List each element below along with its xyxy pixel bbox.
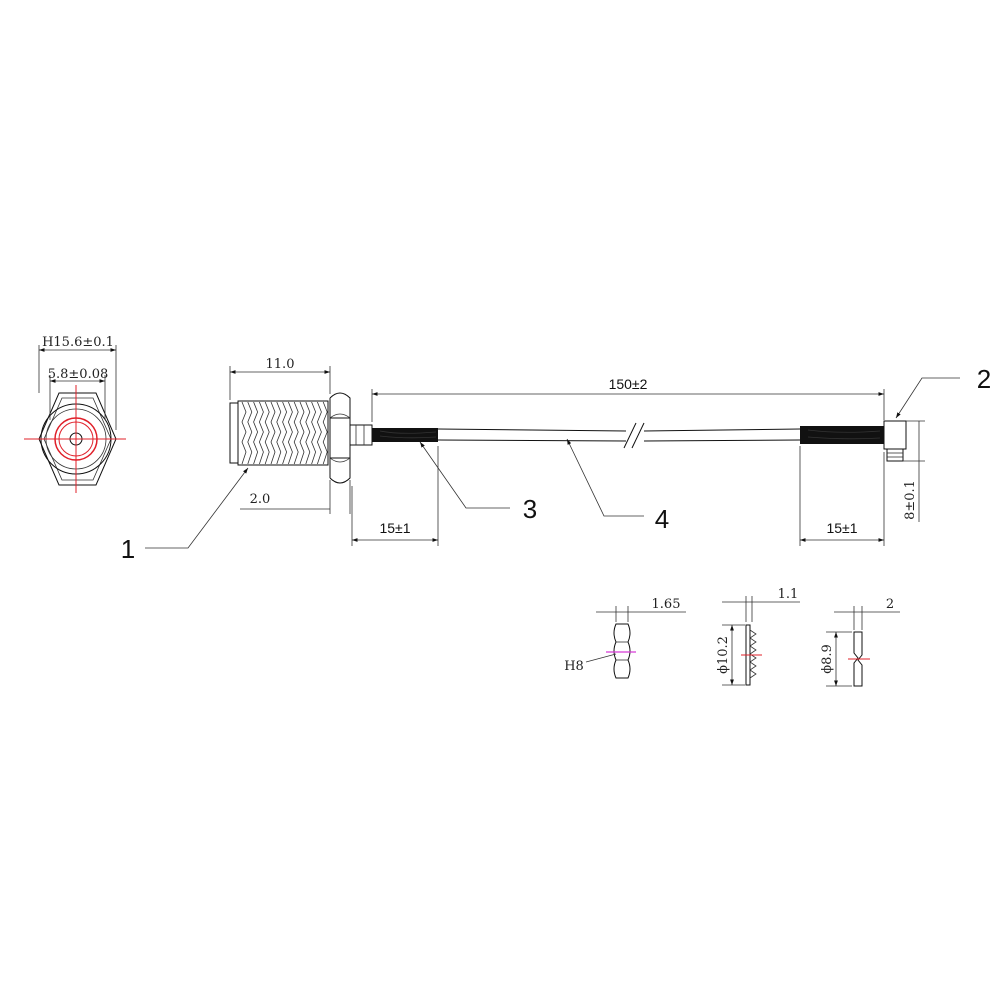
nut-size-leader xyxy=(585,653,617,663)
callout-1: 1 xyxy=(121,534,135,564)
callouts: 1 2 3 4 xyxy=(121,364,991,564)
left-boot-label: 15±1 xyxy=(379,520,410,536)
connector-height-label: 8±0.1 xyxy=(903,480,918,520)
front-view: H15.6±0.1 5.8±0.08 xyxy=(24,335,126,493)
cable-top xyxy=(437,428,627,432)
thread-line xyxy=(241,401,247,465)
thread-line xyxy=(299,401,305,465)
thread-line xyxy=(276,401,282,465)
connector-tip xyxy=(886,448,904,462)
washer-dia-label: ϕ8.9 xyxy=(820,644,835,674)
thread-line xyxy=(258,401,264,465)
bulkhead-connector: 11.0 2.0 xyxy=(229,357,373,514)
washer-profile xyxy=(853,631,863,687)
crimp-ferrule xyxy=(349,424,373,446)
lock-washer-detail: 1.1 ϕ10.2 xyxy=(716,587,800,686)
callout-2: 2 xyxy=(977,364,991,394)
leader-2 xyxy=(895,377,960,419)
washer-detail: 2 ϕ8.9 xyxy=(820,597,900,687)
cable-length-label: 150±2 xyxy=(609,376,648,392)
connector-cap xyxy=(229,402,239,464)
leader-1 xyxy=(145,467,249,549)
leader-4 xyxy=(566,438,644,517)
body-length-label: 11.0 xyxy=(266,357,295,372)
right-boot-label: 15±1 xyxy=(826,520,857,536)
thread-line xyxy=(282,401,288,465)
thread-line xyxy=(287,401,293,465)
nut-size-label: H8 xyxy=(564,659,584,674)
lock-washer-profile xyxy=(745,624,751,686)
lock-washer-thickness-label: 1.1 xyxy=(778,587,799,602)
hex-dim-label: H15.6±0.1 xyxy=(42,335,114,350)
thread-line xyxy=(322,401,328,465)
nut-profile xyxy=(613,623,631,679)
hex-nut xyxy=(329,392,351,484)
thread-line xyxy=(253,401,259,465)
break-mark-1 xyxy=(623,422,637,449)
leader-3 xyxy=(419,441,510,509)
thread-pattern xyxy=(241,401,328,465)
thread-line xyxy=(316,401,322,465)
thread-line xyxy=(270,401,276,465)
callout-3: 3 xyxy=(523,494,537,524)
thread-line xyxy=(247,401,253,465)
washer-thickness-label: 2 xyxy=(886,597,894,612)
lock-washer-dia-label: ϕ10.2 xyxy=(716,636,731,674)
cable-bottom xyxy=(437,439,627,442)
cable-assembly: 150±2 15±1 15±1 8±0.1 xyxy=(351,376,925,546)
nut-thickness-label: 1.65 xyxy=(652,597,681,612)
thread-line xyxy=(293,401,299,465)
thread-line xyxy=(264,401,270,465)
inner-dim-label: 5.8±0.08 xyxy=(48,367,109,382)
thread-line xyxy=(305,401,311,465)
thread-line xyxy=(311,401,317,465)
left-boot xyxy=(372,428,438,442)
right-angle-connector xyxy=(883,420,907,450)
callout-4: 4 xyxy=(655,504,669,534)
right-boot xyxy=(800,426,884,444)
break-mark-2 xyxy=(631,422,645,449)
threaded-body xyxy=(237,400,329,466)
flange-label: 2.0 xyxy=(250,492,271,507)
nut-detail: 1.65 H8 xyxy=(564,597,686,679)
